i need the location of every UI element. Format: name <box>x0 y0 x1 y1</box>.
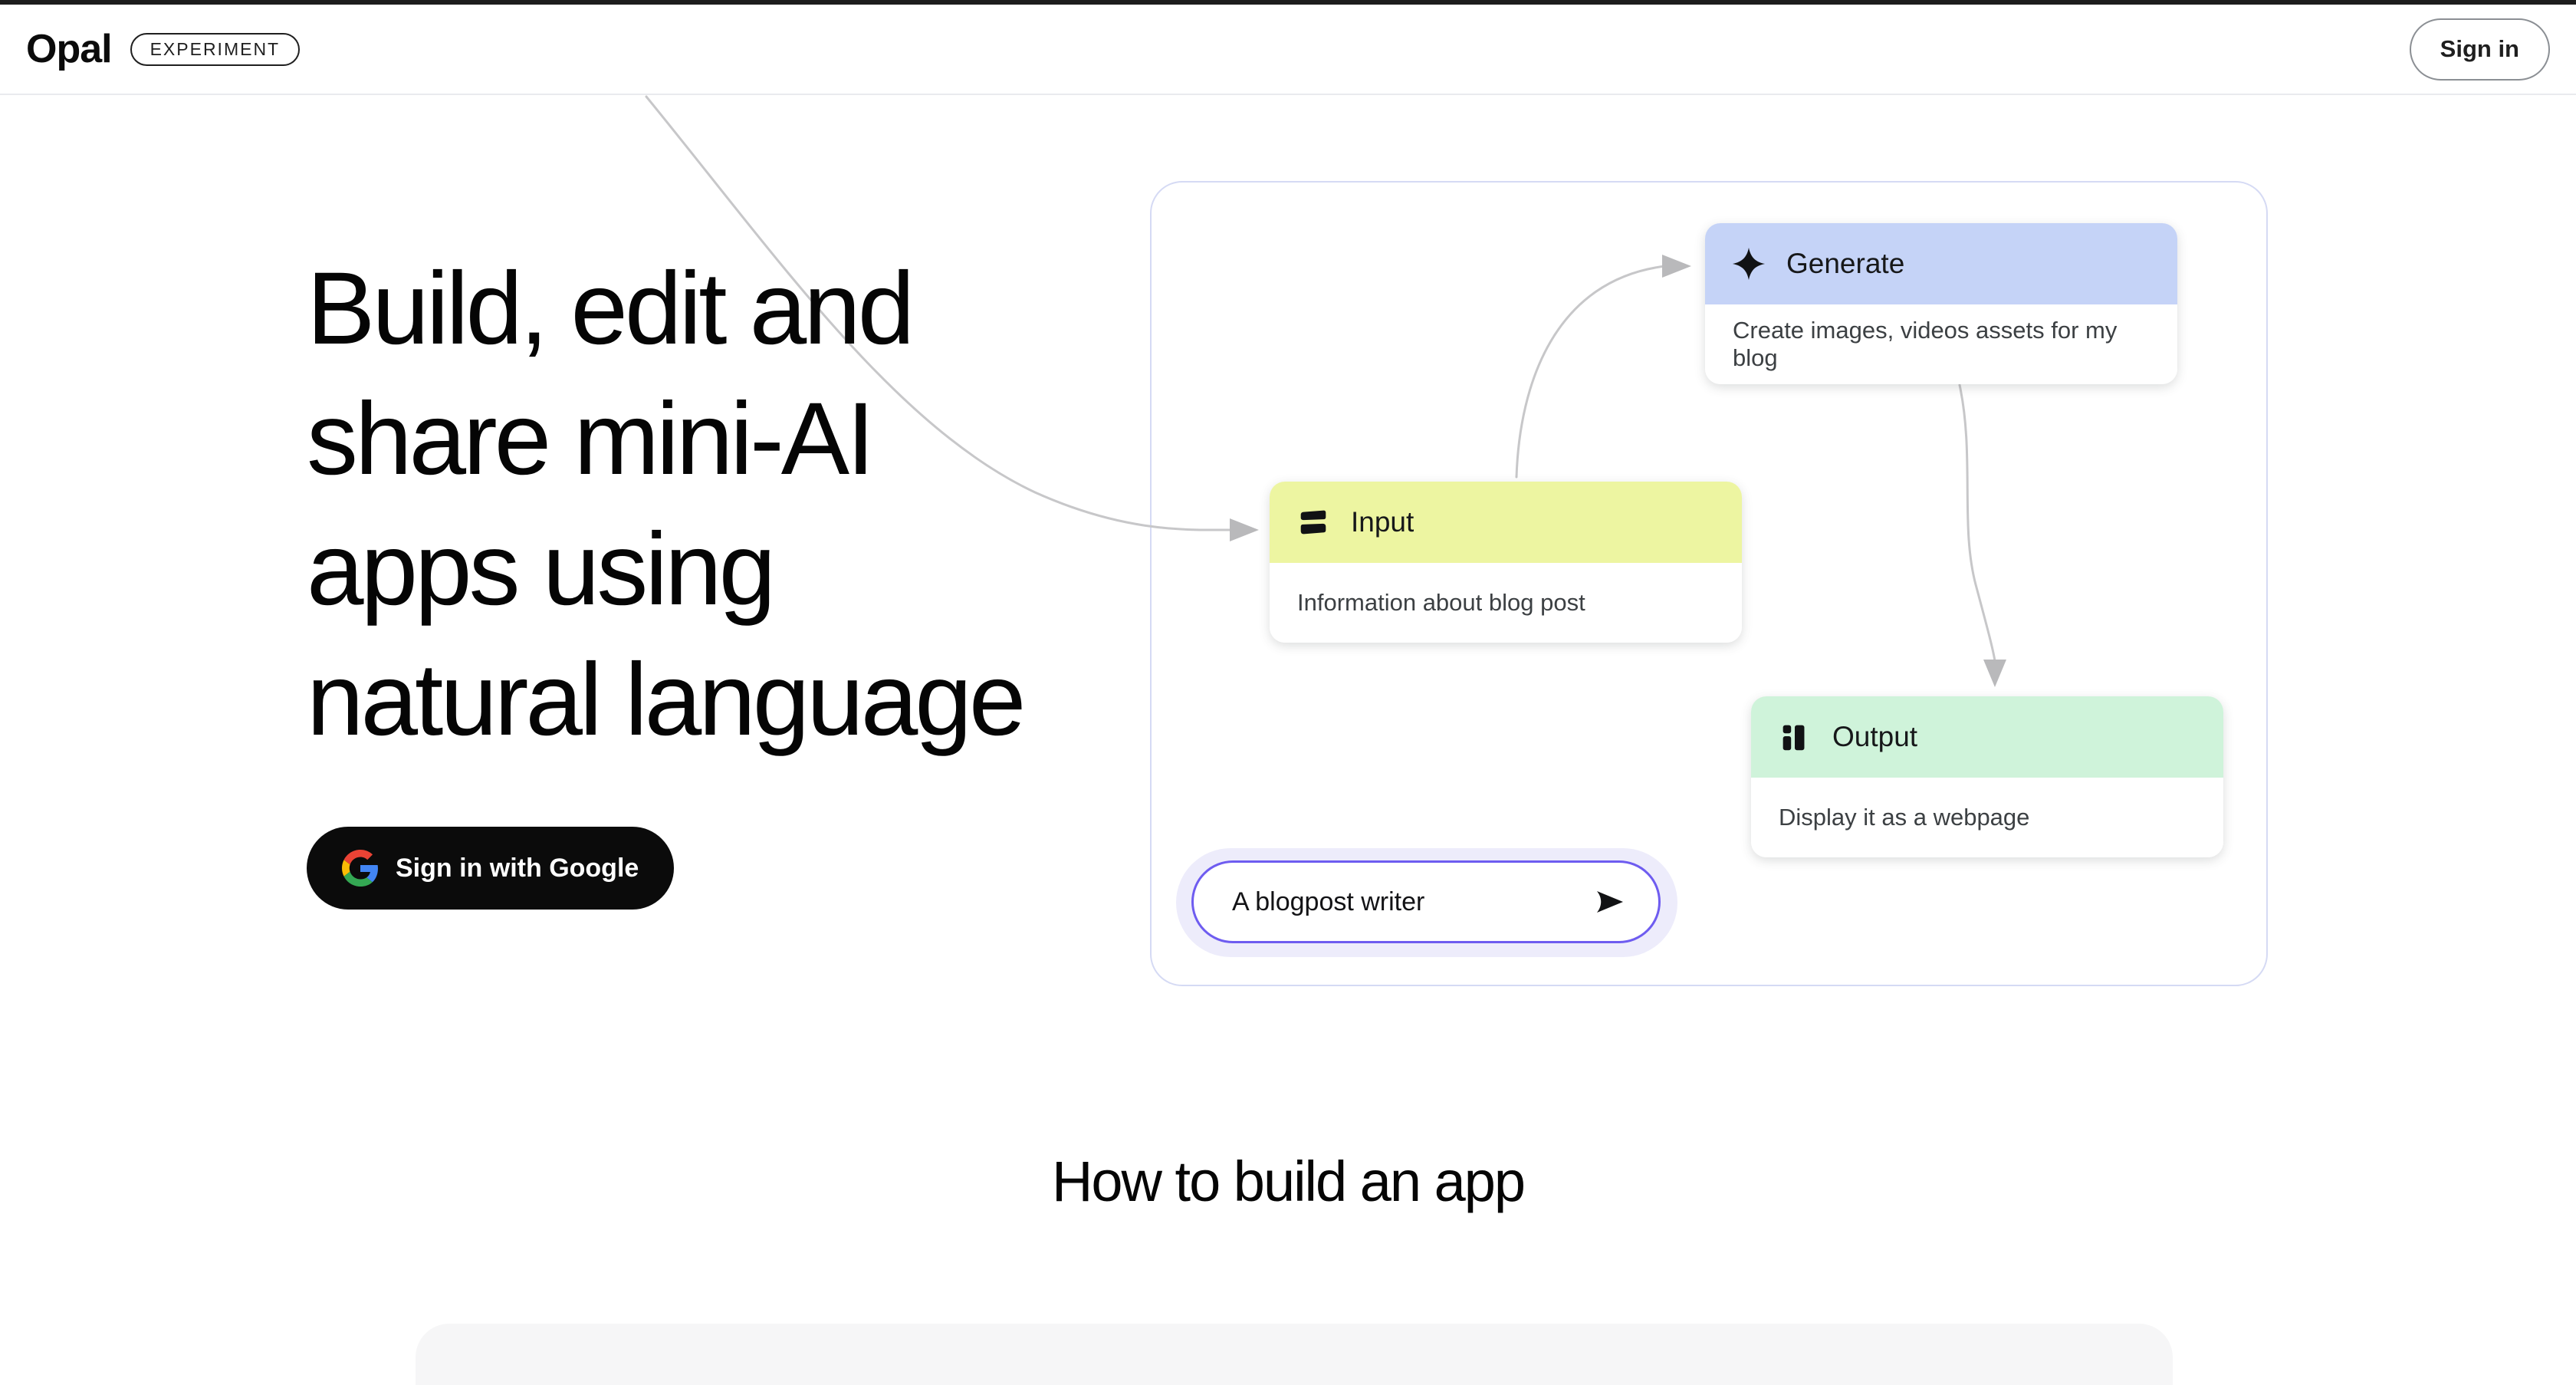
prompt-bar <box>1191 860 1661 943</box>
node-output-description: Display it as a webpage <box>1751 778 2223 857</box>
node-generate-title: Generate <box>1786 248 1905 279</box>
google-g-icon <box>342 850 379 887</box>
input-bars-icon <box>1296 505 1331 540</box>
google-button-label: Sign in with Google <box>396 853 639 883</box>
node-generate[interactable]: Generate Create images, videos assets fo… <box>1705 223 2177 384</box>
hero-heading-line: share mini-AI <box>307 382 875 496</box>
node-output-title: Output <box>1832 721 1918 752</box>
node-input-header: Input <box>1270 482 1742 563</box>
hero-heading-line: apps using <box>307 512 776 627</box>
howto-section-card <box>416 1324 2173 1385</box>
logo: Opal <box>26 27 113 71</box>
send-arrow-icon <box>1592 887 1628 917</box>
howto-heading: How to build an app <box>1051 1150 1526 1213</box>
header: Opal EXPERIMENT Sign in <box>0 5 2576 95</box>
top-strip <box>0 0 2576 5</box>
hero-heading-line: natural language <box>307 643 1026 757</box>
prompt-glow <box>1176 848 1677 957</box>
sparkle-icon <box>1731 246 1766 281</box>
node-input[interactable]: Input Information about blog post <box>1270 482 1742 643</box>
node-input-title: Input <box>1351 506 1414 538</box>
send-button[interactable] <box>1592 887 1628 917</box>
hero-heading-line: Build, edit and <box>307 252 915 366</box>
node-generate-description: Create images, videos assets for my blog <box>1705 304 2177 384</box>
sign-in-button[interactable]: Sign in <box>2409 18 2550 81</box>
bar-chart-icon <box>1777 719 1812 755</box>
node-output-header: Output <box>1751 696 2223 778</box>
node-generate-header: Generate <box>1705 223 2177 304</box>
prompt-input[interactable] <box>1230 886 1592 918</box>
sign-in-with-google-button[interactable]: Sign in with Google <box>307 827 675 910</box>
node-input-description: Information about blog post <box>1270 563 1742 643</box>
hero-heading: Build, edit and share mini-AI apps using… <box>307 244 1026 765</box>
workflow-panel: Generate Create images, videos assets fo… <box>1150 181 2268 986</box>
experiment-badge: EXPERIMENT <box>130 32 301 66</box>
node-output[interactable]: Output Display it as a webpage <box>1751 696 2223 857</box>
